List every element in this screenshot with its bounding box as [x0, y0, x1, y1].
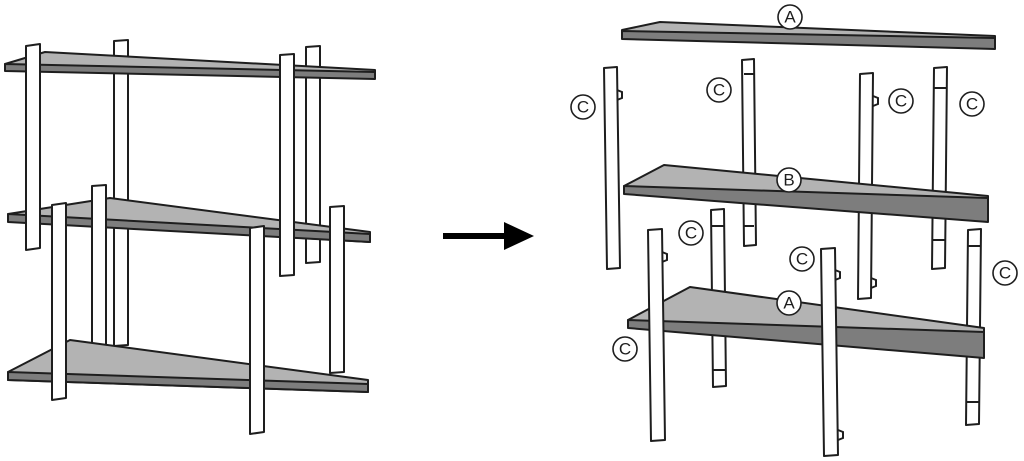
post-part-4	[931, 66, 948, 270]
svg-text:C: C	[895, 92, 907, 111]
label-badge-post-3: C	[888, 88, 914, 114]
front-post-lower-left	[51, 202, 67, 401]
label-badge-post-6: C	[789, 246, 815, 272]
middle-shelf-part	[623, 164, 989, 223]
front-post-lower-right	[249, 225, 265, 435]
svg-text:C: C	[685, 224, 697, 243]
post-part-7	[647, 228, 668, 442]
svg-text:A: A	[783, 294, 795, 313]
exploded-parts	[603, 21, 996, 457]
svg-text:C: C	[966, 95, 978, 114]
label-badge-post-1: C	[570, 94, 596, 120]
svg-text:C: C	[619, 340, 631, 359]
back-post-left	[113, 39, 129, 347]
front-post-upper-right	[279, 53, 295, 277]
label-badge-post-7: C	[992, 260, 1018, 286]
top-shelf-part	[621, 21, 996, 50]
label-badge-post-5: C	[678, 220, 704, 246]
label-badge-post-4: C	[959, 91, 985, 117]
label-badge-post-2: C	[706, 77, 732, 103]
svg-text:C: C	[796, 250, 808, 269]
post-part-2	[741, 58, 757, 247]
bottom-shelf-part	[627, 286, 985, 359]
label-badge-top-shelf: A	[777, 4, 803, 30]
svg-text:C: C	[577, 98, 589, 117]
label-badge-middle-shelf: B	[776, 167, 802, 193]
label-badge-bottom-shelf: A	[776, 290, 802, 316]
label-badge-post-8: C	[612, 336, 638, 362]
lower-back-post-left	[91, 184, 107, 358]
svg-text:C: C	[999, 264, 1011, 283]
post-part-1	[603, 66, 623, 270]
svg-text:B: B	[783, 171, 794, 190]
lower-back-post-right	[329, 205, 345, 374]
post-part-8	[820, 247, 844, 457]
svg-text:C: C	[713, 81, 725, 100]
svg-text:A: A	[784, 8, 796, 27]
back-post-right	[305, 45, 321, 264]
arrow-right-icon	[443, 222, 534, 250]
assembled-shelf-unit	[4, 39, 376, 435]
front-post-upper-left	[25, 43, 41, 251]
